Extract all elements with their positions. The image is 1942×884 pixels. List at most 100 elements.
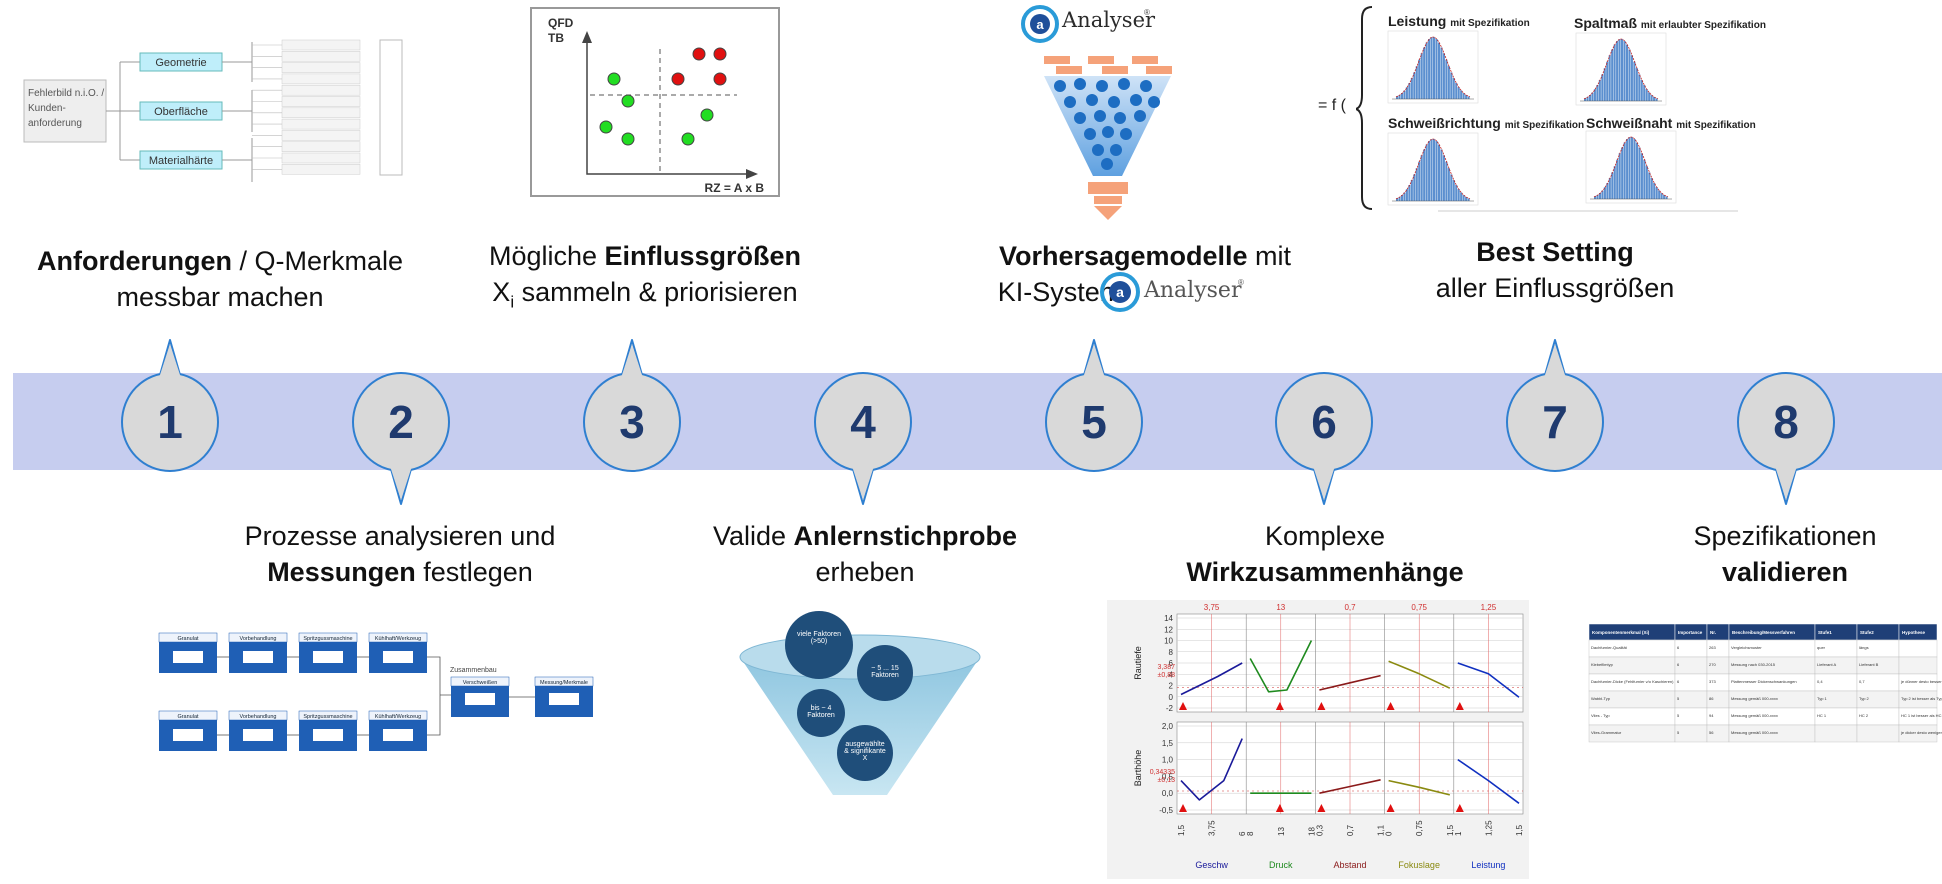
- profiler-curve: [1319, 674, 1381, 691]
- step-bubble-2: 2: [352, 372, 450, 505]
- histograms: [1387, 30, 1738, 212]
- setting-marker: [1275, 804, 1284, 812]
- step-5-text: Vorhersagemodelle mit KI-System: [997, 241, 1292, 307]
- svg-text:Hypothese: Hypothese: [1902, 630, 1926, 635]
- ai-funnel-thumbnail: [1040, 52, 1175, 222]
- step-bubble-6: 6: [1275, 372, 1373, 505]
- svg-text:a: a: [1036, 17, 1044, 32]
- step-number-8: 8: [1773, 396, 1799, 448]
- step-number-6: 6: [1311, 396, 1337, 448]
- svg-text:Klebefilmtyp: Klebefilmtyp: [1591, 662, 1614, 667]
- plot-title-schweissrichtung: Schweißrichtung mit Spezifikation: [1388, 115, 1585, 131]
- step-3-text: Mögliche Einflussgrößen Xi sammeln & pri…: [488, 241, 802, 312]
- profiler-xtick: 1,25: [1484, 820, 1493, 836]
- svg-text:Vergleichsmuster: Vergleichsmuster: [1731, 645, 1762, 650]
- analyser-logo-inline: a Analyser ®: [1098, 270, 1248, 314]
- svg-text:Vorbehandlung: Vorbehandlung: [239, 714, 276, 720]
- setting-marker: [1179, 804, 1187, 812]
- setting-marker: [1179, 702, 1187, 710]
- analyser-logo-text: Analyser: [1062, 8, 1156, 32]
- step-6-text: Komplexe Wirkzusammenhänge: [1186, 521, 1464, 587]
- svg-text:quer: quer: [1817, 645, 1826, 650]
- svg-text:2: 2: [1169, 682, 1174, 691]
- svg-text:1,0: 1,0: [1162, 756, 1174, 765]
- svg-text:Kühlhaft/Werkzeug: Kühlhaft/Werkzeug: [375, 636, 421, 642]
- profiler-xtick: 0,3: [1315, 824, 1324, 836]
- svg-text:Lieferant A: Lieferant A: [1817, 662, 1836, 667]
- process-box: Vorbehandlung: [228, 710, 288, 751]
- svg-text:8: 8: [1169, 648, 1174, 657]
- svg-text:Importance: Importance: [1678, 630, 1703, 635]
- tree-node-geometrie: Geometrie: [155, 57, 206, 69]
- svg-text:94: 94: [1709, 713, 1714, 718]
- profiler-xtick: 8: [1246, 831, 1255, 836]
- assembly-label: Zusammenbau: [450, 667, 497, 674]
- profiler-tolerance: ±0,13: [1158, 777, 1176, 784]
- measure-box: Messung/Merkmale: [534, 676, 594, 717]
- setting-marker: [1386, 804, 1395, 812]
- svg-text:je dicker desto weniger: je dicker desto weniger: [1900, 730, 1942, 735]
- profiler-tolerance: ±0,88: [1158, 672, 1176, 679]
- table-row: Dachfurnier-Dicke (Fehlfurnier v/o Kasch…: [1588, 673, 1942, 692]
- svg-text:Granulat: Granulat: [177, 714, 199, 720]
- timeline-band: [13, 373, 1942, 470]
- step-bubble-7: 7: [1506, 339, 1604, 472]
- step-7-text: Best Setting aller Einflussgrößen: [1435, 237, 1675, 303]
- profiler-xtick: 1,5: [1446, 824, 1455, 836]
- svg-text:5: 5: [1677, 696, 1680, 701]
- process-box: Spritzgussmaschine: [298, 710, 358, 751]
- svg-text:56: 56: [1709, 730, 1714, 735]
- svg-text:Spritzgussmaschine: Spritzgussmaschine: [303, 636, 352, 642]
- svg-text:6: 6: [1677, 662, 1680, 667]
- factor-name: Druck: [1269, 860, 1293, 870]
- svg-text:Typ 1: Typ 1: [1817, 696, 1828, 701]
- svg-text:HC 1 ist besser als HC 2: HC 1 ist besser als HC 2: [1901, 713, 1942, 718]
- profiler-curve: [1388, 660, 1451, 689]
- svg-text:4: 4: [1169, 670, 1174, 679]
- svg-text:Dachfurnier-Qualität: Dachfurnier-Qualität: [1591, 645, 1628, 650]
- svg-text:263: 263: [1709, 645, 1716, 650]
- factor-setting: 13: [1276, 603, 1285, 612]
- svg-text:Nr.: Nr.: [1710, 630, 1716, 635]
- svg-text:6: 6: [1677, 645, 1680, 650]
- join-box: Verschweißen: [450, 676, 510, 717]
- svg-text:längs: längs: [1859, 645, 1869, 650]
- profiler-xtick: 1,1: [1377, 824, 1386, 836]
- svg-text:Granulat: Granulat: [177, 636, 199, 642]
- svg-text:Stufe1: Stufe1: [1818, 630, 1832, 635]
- histogram-3: [1585, 130, 1677, 204]
- tree-root-label: Fehlerbild n.i.O. /Kunden-anforderung: [28, 88, 104, 129]
- step-number-3: 3: [619, 396, 645, 448]
- step-number-5: 5: [1081, 396, 1107, 448]
- histogram-0: [1387, 30, 1479, 104]
- setting-marker: [1317, 702, 1326, 710]
- factor-setting: 0,7: [1344, 603, 1356, 612]
- setting-marker: [1386, 702, 1395, 710]
- step-4-text: Valide Anlernstichprobe erheben: [712, 521, 1018, 587]
- step-bubble-8: 8: [1737, 372, 1835, 505]
- process-box: Granulat: [158, 710, 218, 751]
- best-setting-distributions-thumbnail: = f ( Leistung mit Spezifikation Spaltma…: [1318, 5, 1766, 215]
- profiler-ylabel: Barthöhe: [1133, 750, 1143, 787]
- profiler-xtick: 1,5: [1177, 824, 1186, 836]
- svg-text:6: 6: [1169, 659, 1174, 668]
- svg-text:5: 5: [1677, 713, 1680, 718]
- factor-funnel-thumbnail: viele Faktoren (>50) ~ 5 ... 15 Faktoren…: [735, 605, 985, 810]
- profiler-ylabel: Rautiefe: [1133, 646, 1143, 680]
- profiler-xtick: 13: [1277, 827, 1286, 836]
- factor-name: Geschw: [1195, 860, 1228, 870]
- funnel-bubble-4: ausgewählte & signifikante X: [844, 741, 886, 762]
- svg-text:-0,5: -0,5: [1159, 806, 1173, 815]
- svg-text:Komponentenmerkmal (Xi): Komponentenmerkmal (Xi): [1592, 630, 1650, 635]
- svg-text:86: 86: [1709, 696, 1714, 701]
- histogram-1: [1575, 32, 1667, 106]
- analyser-inline-text: Analyser: [1144, 278, 1242, 303]
- profiler-xtick: 1: [1454, 831, 1463, 836]
